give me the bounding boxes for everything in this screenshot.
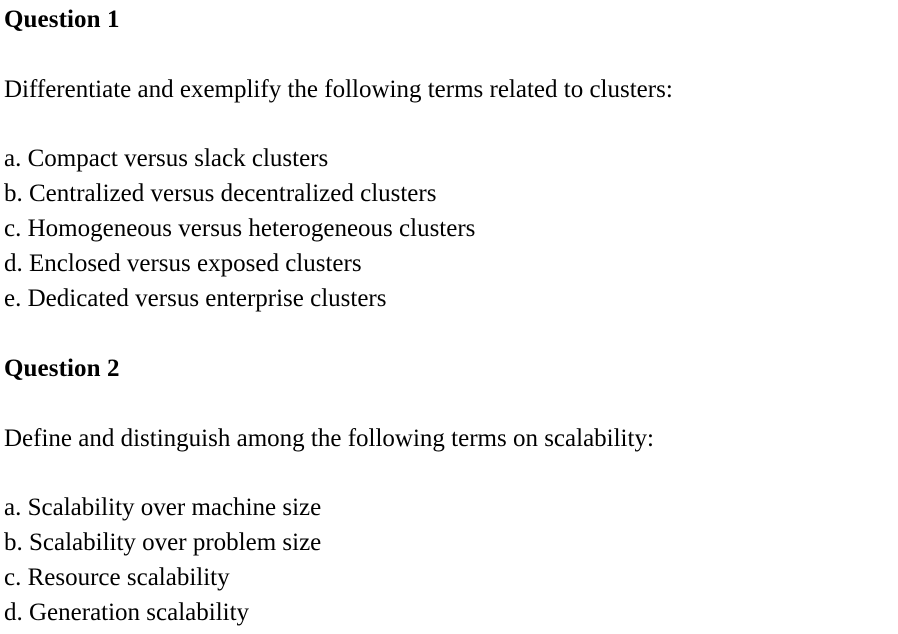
list-item: c. Resource scalability xyxy=(4,564,230,591)
question-2-intro: Define and distinguish among the followi… xyxy=(4,425,654,452)
question-1-list: a. Compact versus slack clusters b. Cent… xyxy=(4,141,898,316)
list-item: d. Enclosed versus exposed clusters xyxy=(4,250,362,277)
blank-line xyxy=(4,386,898,421)
question-1-section: Question 1 Differentiate and exemplify t… xyxy=(4,2,898,316)
question-2-heading: Question 2 xyxy=(4,355,120,382)
list-item: a. Scalability over machine size xyxy=(4,494,322,521)
list-item: b. Centralized versus decentralized clus… xyxy=(4,180,437,207)
list-item: a. Compact versus slack clusters xyxy=(4,145,329,172)
question-1-heading: Question 1 xyxy=(4,6,120,33)
list-item: e. Dedicated versus enterprise clusters xyxy=(4,285,387,312)
blank-line xyxy=(4,456,898,490)
blank-line xyxy=(4,37,898,72)
list-item: c. Homogeneous versus heterogeneous clus… xyxy=(4,215,476,242)
blank-line xyxy=(4,316,898,351)
list-item: b. Scalability over problem size xyxy=(4,529,322,556)
question-1-intro: Differentiate and exemplify the followin… xyxy=(4,76,673,103)
blank-line xyxy=(4,107,898,141)
list-item: d. Generation scalability xyxy=(4,599,250,626)
question-2-section: Question 2 Define and distinguish among … xyxy=(4,351,898,630)
question-2-list: a. Scalability over machine size b. Scal… xyxy=(4,490,898,630)
